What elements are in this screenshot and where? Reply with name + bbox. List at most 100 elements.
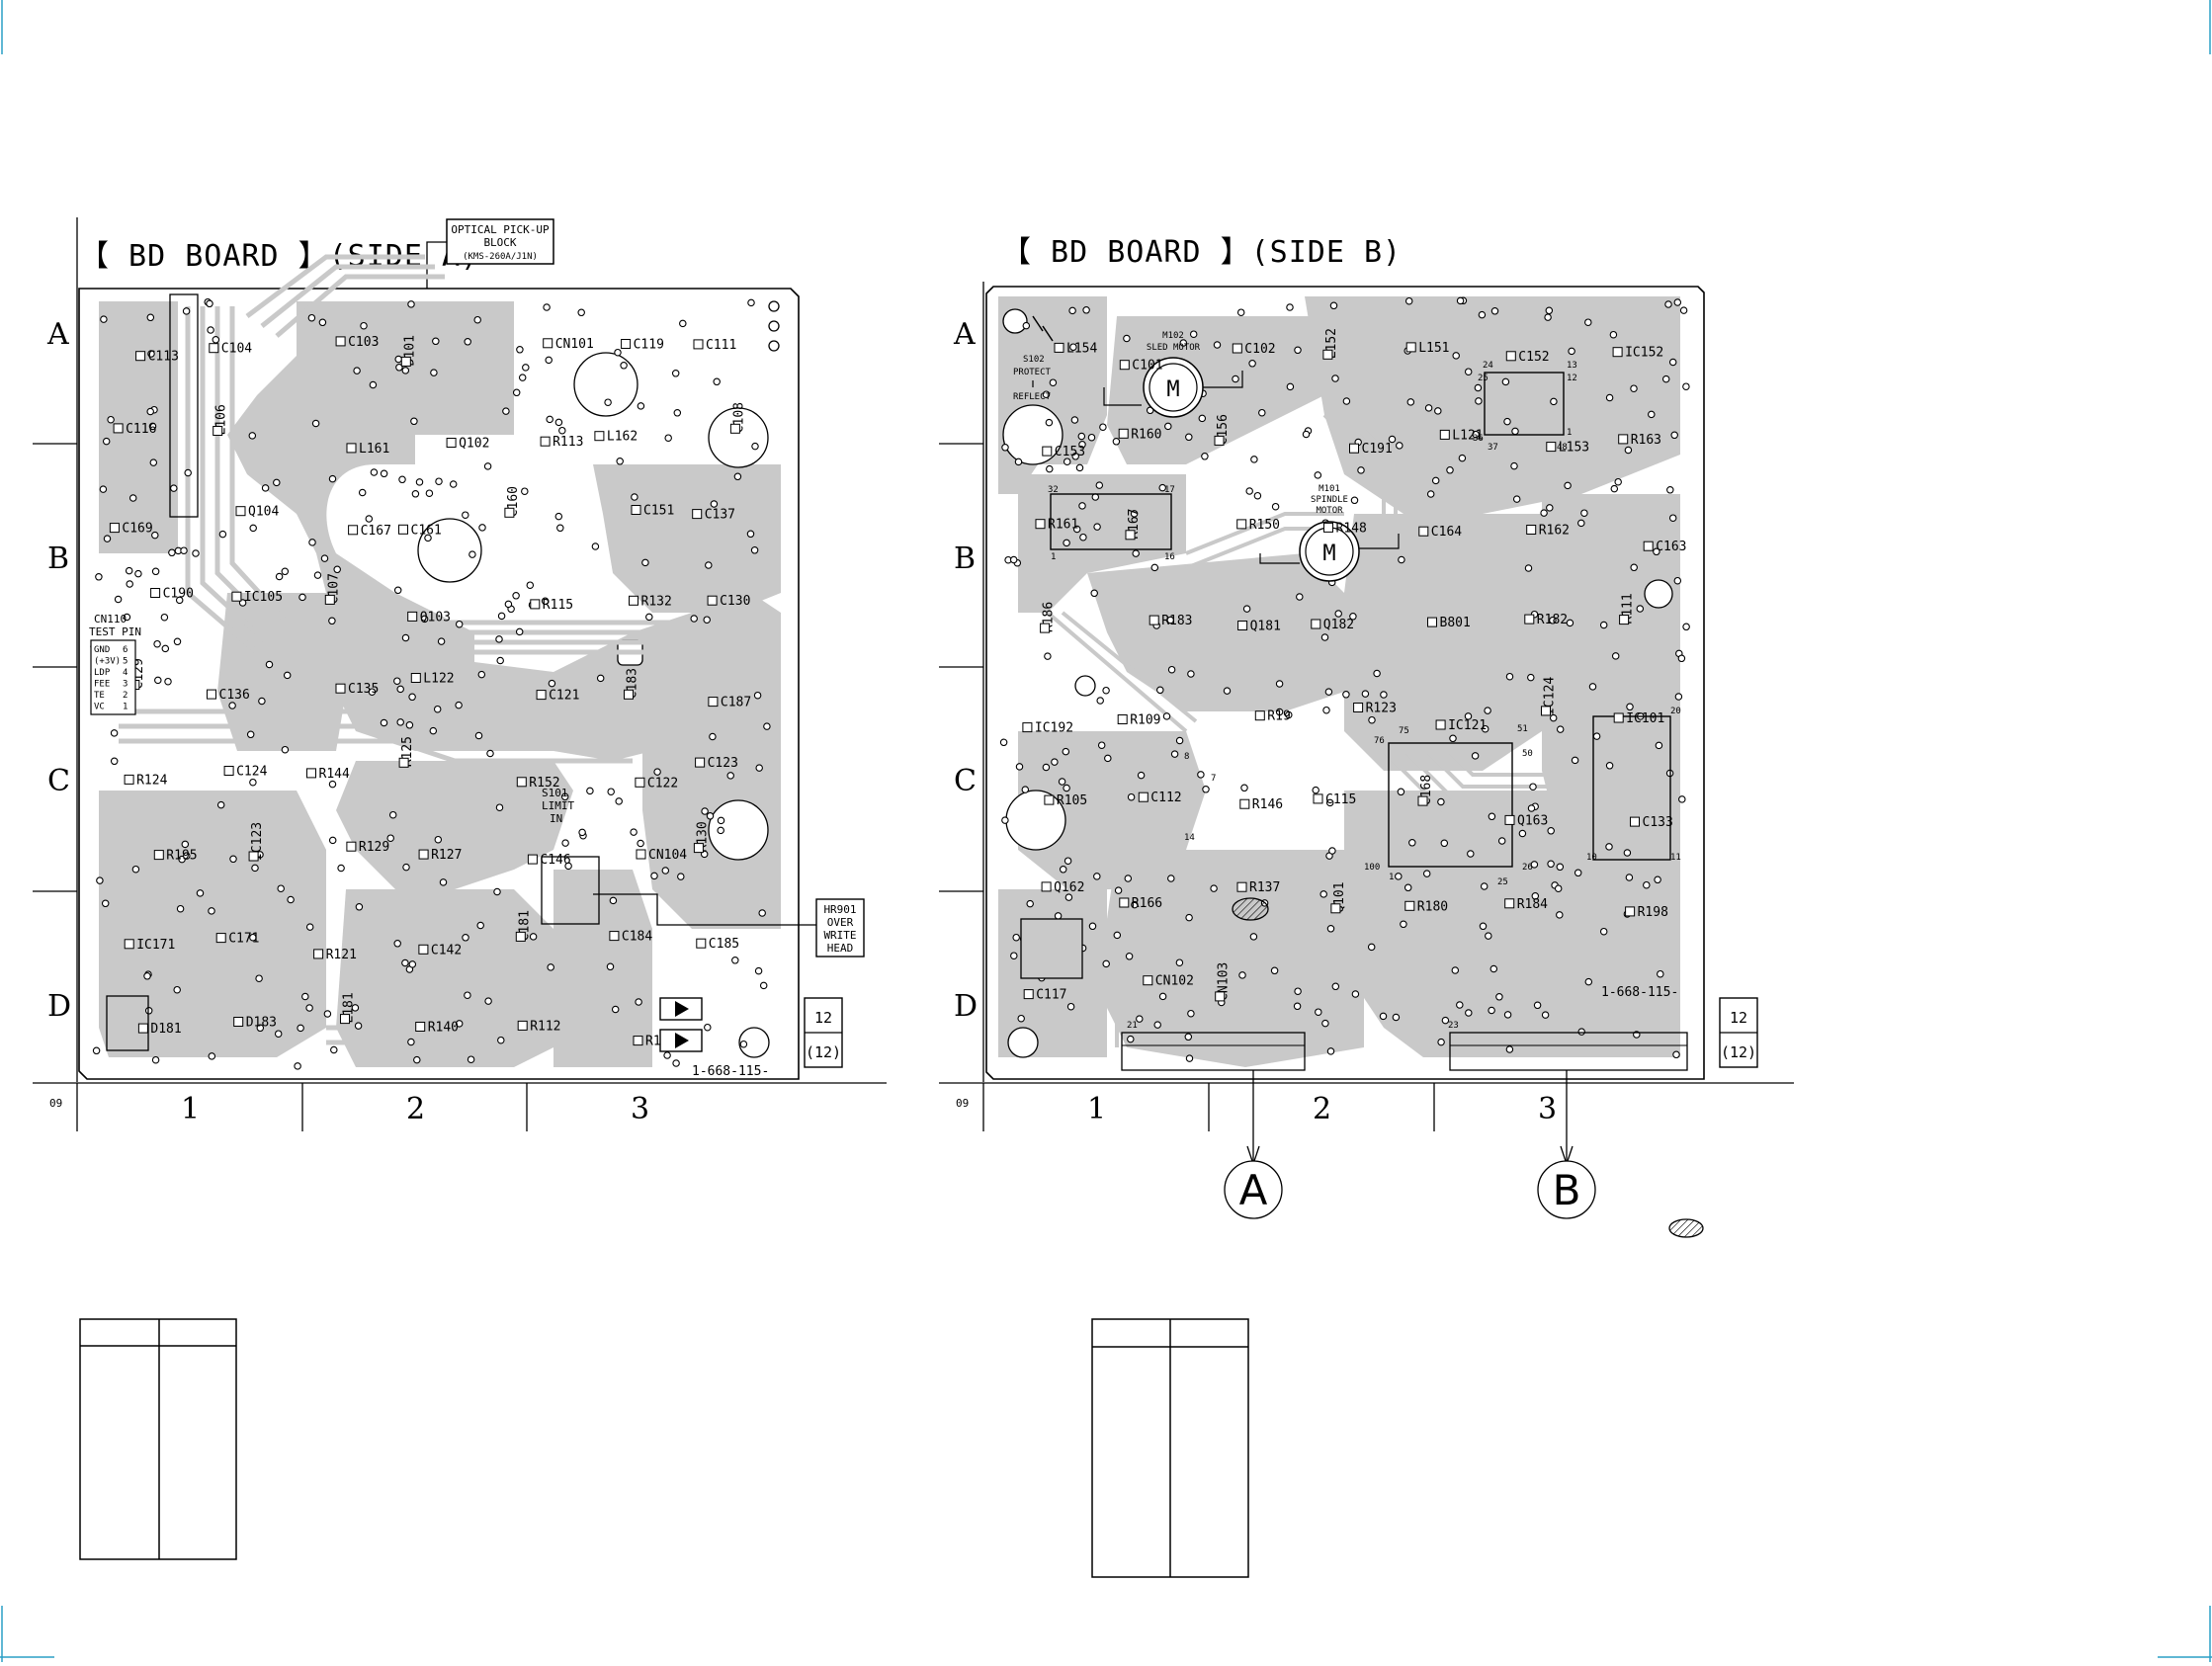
component-footprint — [209, 343, 219, 354]
via-pad — [307, 313, 316, 322]
side-b-title: 【 BD BOARD 】(SIDE B) — [1001, 235, 1402, 270]
component-footprint — [1215, 991, 1226, 1002]
via-pad — [1042, 390, 1051, 398]
component-footprint — [515, 931, 526, 942]
via-pad — [473, 315, 481, 324]
component-label: R195 — [166, 849, 197, 864]
spindle-motor: M M101 SPINDLE MOTOR — [1259, 484, 1400, 582]
via-pad — [212, 336, 220, 344]
hr901-label-2: OVER — [827, 916, 854, 929]
component-footprint — [415, 1022, 426, 1032]
via-pad — [1022, 321, 1031, 330]
component-label: IC152 — [1625, 346, 1663, 361]
via-pad — [126, 580, 133, 588]
via-pad — [673, 409, 682, 417]
via-pad — [1127, 792, 1136, 801]
component-label: C136 — [219, 688, 250, 703]
via-pad — [1294, 987, 1302, 995]
via-pad — [161, 644, 170, 653]
via-pad — [1063, 539, 1070, 547]
component-footprint — [207, 689, 216, 700]
via-pad — [1095, 481, 1104, 489]
via-pad — [1388, 435, 1397, 444]
ic-pin-number: 23 — [1448, 1021, 1459, 1031]
via-pad — [596, 674, 605, 683]
side-a-page-number-sub: (12) — [806, 1043, 841, 1061]
via-pad — [1054, 912, 1063, 920]
test-pin-name: GND — [94, 645, 110, 655]
component-label: R127 — [431, 848, 462, 863]
component-footprint — [248, 851, 259, 862]
side-a-panel: 【 BD BOARD 】(SIDE A) OPTICAL PICK-UP BLO… — [33, 217, 887, 1131]
via-pad — [216, 800, 225, 809]
component-footprint — [1524, 614, 1535, 625]
via-pad — [1609, 330, 1618, 339]
via-pad — [591, 542, 600, 550]
optical-label-2: BLOCK — [483, 236, 516, 249]
via-pad — [1465, 1009, 1473, 1017]
component-footprint — [153, 850, 164, 861]
via-pad — [313, 571, 322, 579]
via-pad — [1556, 725, 1565, 733]
component-footprint — [1311, 619, 1321, 629]
component-footprint — [693, 843, 704, 854]
via-pad — [1549, 617, 1557, 625]
component-footprint — [1418, 526, 1429, 537]
component-label: C135 — [348, 682, 379, 697]
via-pad — [1250, 456, 1258, 463]
component-footprint — [1504, 898, 1515, 909]
via-pad — [478, 524, 486, 532]
via-pad — [556, 524, 564, 533]
component-label: R113 — [553, 435, 583, 450]
via-pad — [192, 549, 200, 557]
via-pad — [1088, 922, 1097, 931]
via-pad — [1069, 343, 1077, 351]
via-pad — [1489, 964, 1498, 973]
component-footprint — [335, 336, 346, 347]
via-pad — [368, 688, 377, 696]
via-pad — [1123, 334, 1131, 343]
via-pad — [1440, 839, 1449, 848]
via-pad — [208, 907, 215, 915]
component-footprint — [695, 757, 706, 768]
via-pad — [1350, 496, 1359, 505]
via-pad — [577, 308, 585, 317]
via-pad — [1467, 850, 1475, 858]
via-pad — [1270, 966, 1279, 975]
via-pad — [1189, 330, 1198, 338]
component-label: IC105 — [244, 590, 283, 605]
via-pad — [1550, 397, 1558, 406]
via-pad — [249, 778, 257, 787]
via-pad — [281, 567, 290, 576]
via-pad — [1078, 441, 1086, 449]
test-pin-number: 1 — [123, 703, 128, 712]
hr901-label-4: HEAD — [827, 942, 854, 955]
via-pad — [123, 613, 131, 622]
via-pad — [407, 300, 415, 308]
via-pad — [1614, 477, 1622, 486]
via-pad — [1078, 502, 1086, 510]
via-pad — [1357, 466, 1365, 474]
via-pad — [181, 840, 190, 849]
via-pad — [151, 567, 160, 576]
component-footprint — [1619, 615, 1630, 625]
via-pad — [607, 788, 615, 795]
test-pin-number: 5 — [123, 657, 128, 667]
via-pad — [388, 810, 397, 819]
via-pad — [408, 693, 416, 702]
ic-pin-number: 10 — [1586, 853, 1597, 863]
side-a-col-2: 2 — [406, 1092, 425, 1126]
via-pad — [690, 615, 698, 623]
via-pad — [99, 485, 108, 493]
via-pad — [1556, 911, 1564, 919]
via-pad — [521, 487, 529, 495]
via-pad — [393, 940, 401, 948]
component-label: C167 — [361, 524, 391, 539]
component-label: C101 — [1132, 359, 1162, 374]
component-label: R184 — [1517, 897, 1548, 912]
via-pad — [1322, 706, 1330, 714]
component-label: IC171 — [136, 938, 175, 953]
via-pad — [495, 803, 504, 811]
